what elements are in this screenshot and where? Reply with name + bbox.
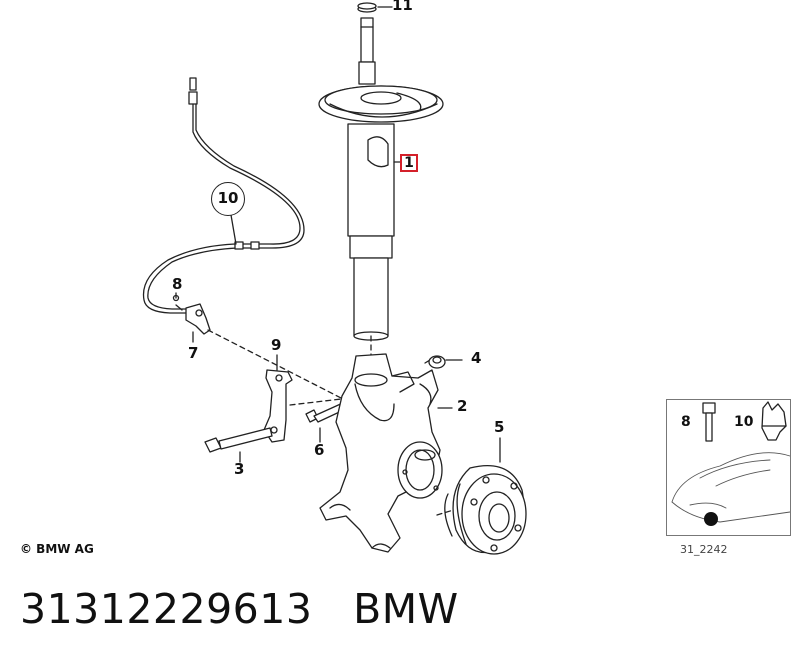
callout-8: 8 — [172, 275, 183, 293]
bracket-part — [263, 354, 293, 443]
steering-knuckle — [319, 353, 453, 553]
self-locking-nut — [428, 355, 463, 369]
callout-5: 5 — [494, 418, 505, 436]
copyright-notice: © BMW AG — [20, 542, 94, 556]
wheel-hub — [444, 437, 527, 555]
hex-bolt — [204, 427, 273, 463]
inset-label-clip: 10 — [734, 414, 754, 430]
leader-lines — [175, 304, 194, 343]
inset-panel — [666, 399, 791, 536]
spring-seat-plate — [318, 85, 444, 123]
diagram-code: 31_2242 — [680, 543, 728, 556]
inset-label-bolt: 8 — [681, 414, 691, 430]
callout-7: 7 — [188, 344, 199, 362]
callout-4: 4 — [471, 349, 482, 367]
callout-6: 6 — [314, 441, 325, 459]
inset-vehicle-sketch — [671, 452, 791, 523]
sensor-cable — [142, 77, 305, 314]
top-nut-part — [357, 2, 393, 13]
location-marker — [704, 512, 718, 526]
part-footer: 31312229613 BMW — [20, 585, 459, 633]
callout-10-circled: 10 — [211, 182, 245, 216]
piston-rod — [358, 17, 376, 85]
callout-1-highlighted: 1 — [400, 154, 418, 172]
callout-11: 11 — [392, 0, 413, 14]
inset-bolt-icon — [702, 402, 716, 442]
wheel-speed-sensor — [172, 292, 211, 335]
callout-2: 2 — [457, 397, 468, 415]
callout-9: 9 — [271, 336, 282, 354]
part-number: 31312229613 — [20, 585, 313, 633]
brand-name: BMW — [353, 585, 459, 633]
strut-body — [347, 123, 402, 341]
inset-clip-icon — [761, 401, 787, 441]
callout-3: 3 — [234, 460, 245, 478]
